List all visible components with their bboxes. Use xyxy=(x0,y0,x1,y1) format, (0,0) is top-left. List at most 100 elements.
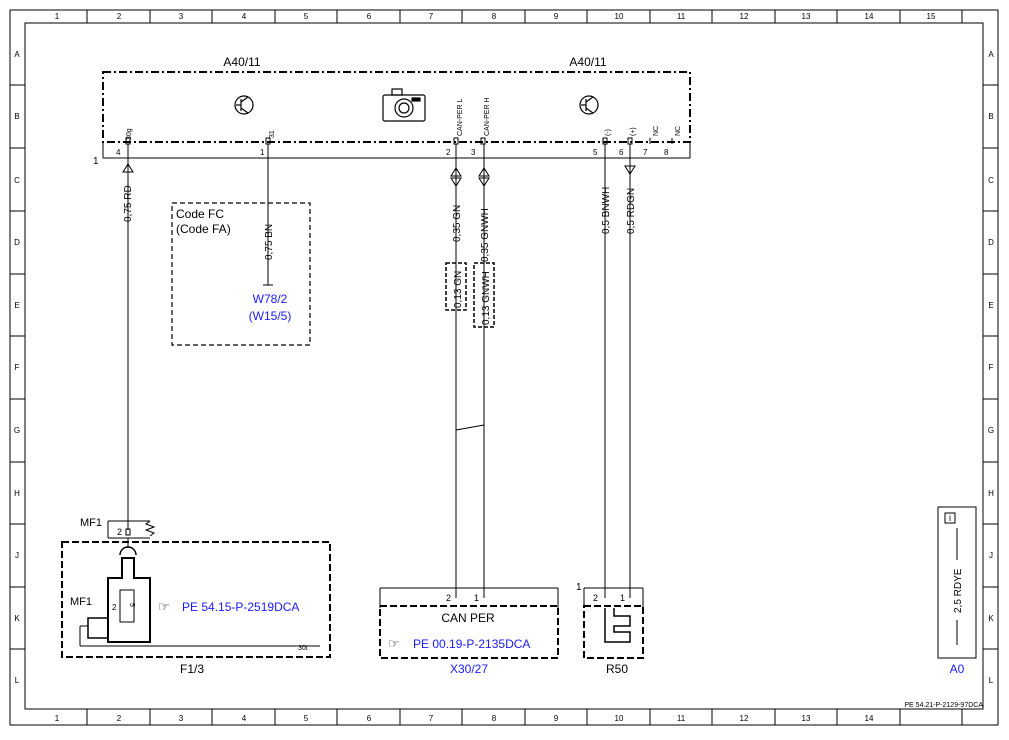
legend-label[interactable]: A0 xyxy=(950,662,965,676)
col-label: 4 xyxy=(242,12,247,21)
reference-pointer-icon: ☞ xyxy=(158,599,170,614)
info-icon: i xyxy=(949,513,951,523)
col-label: 3 xyxy=(179,714,184,723)
wire-can-gn[interactable]: 0,35 GN 0,13 GN xyxy=(445,144,485,598)
fuse-pin: 2 xyxy=(117,527,122,537)
row-label: K xyxy=(14,614,20,623)
wire-label: 0,75 BN xyxy=(264,224,275,260)
resistor-r50[interactable]: 1 2 1 R50 xyxy=(576,582,644,676)
row-label: J xyxy=(989,551,993,560)
fuse-label: F1/3 xyxy=(180,662,204,676)
resistor-pin: 2 xyxy=(593,593,598,603)
can-reference-link[interactable]: PE 00.19-P-2135DCA xyxy=(413,637,530,651)
can-pin: 1 xyxy=(474,593,479,603)
pin-number: 5 xyxy=(593,148,598,157)
column-ticks xyxy=(86,10,963,725)
code-label: Code FC xyxy=(176,207,224,221)
col-label: 10 xyxy=(615,12,624,21)
pin-name: (-) xyxy=(605,129,612,136)
col-label: 13 xyxy=(802,714,811,723)
wire-label: 0,35 GNWH xyxy=(480,208,491,262)
wire-bn[interactable]: 0,75 BN W78/2 (W15/5) xyxy=(249,144,292,323)
reference-pointer-icon: ☞ xyxy=(388,636,400,651)
pin-number: 6 xyxy=(619,148,624,157)
wire-label: 0,13 GN xyxy=(453,271,464,308)
col-label: 14 xyxy=(865,714,874,723)
wire-bnwh[interactable]: 0,5 BNWH xyxy=(601,144,612,598)
heater-element-icon xyxy=(604,608,631,643)
pin-number: 8 xyxy=(664,148,669,157)
wire-can-gnwh[interactable]: 0,35 GNWH 0,13 GNWH xyxy=(455,144,495,598)
row-label: L xyxy=(989,676,994,685)
row-label: G xyxy=(988,426,994,435)
mf1-side-label: MF1 xyxy=(70,596,92,608)
fuse-f1-3[interactable]: MF1 2 2 5 MF1 30t ☞ PE 54.15-P-2519DCA F… xyxy=(61,517,331,676)
connector-number: 1 xyxy=(576,582,582,593)
can-connector-x30-27[interactable]: 2 1 CAN PER ☞ PE 00.19-P-2135DCA X30/27 xyxy=(379,587,559,676)
resistor-label: R50 xyxy=(606,662,628,676)
col-label: 12 xyxy=(740,714,749,723)
col-label: 11 xyxy=(677,714,686,723)
col-label: 7 xyxy=(429,12,434,21)
can-pin: 2 xyxy=(446,593,451,603)
col-label: 4 xyxy=(242,714,247,723)
pin-number: 2 xyxy=(446,148,451,157)
resistor-outline xyxy=(583,605,644,659)
row-label: D xyxy=(14,238,20,247)
terminal-label: 30t xyxy=(298,645,308,652)
pin-number: 7 xyxy=(643,148,648,157)
row-label: D xyxy=(988,238,994,247)
pin-name: NC xyxy=(675,126,682,136)
control-unit-a40-11[interactable]: A40/11 A40/11 1 xyxy=(93,55,691,167)
wire-rd[interactable]: 0,75 RD xyxy=(122,144,134,530)
col-label: 11 xyxy=(677,12,686,21)
pin-name: NC xyxy=(653,126,660,136)
col-label: 15 xyxy=(927,12,936,21)
col-label: 1 xyxy=(55,714,60,723)
control-unit-label: A40/11 xyxy=(569,55,606,69)
col-label: 2 xyxy=(117,714,122,723)
pin-name: 30g xyxy=(126,128,133,140)
pin-name: CAN-PER L xyxy=(457,99,464,136)
fuse-reference-link[interactable]: PE 54.15-P-2519DCA xyxy=(182,600,299,614)
control-unit-pins: 30g 4 31 1 CAN-PER L 2 CAN-PER H 3 (-) 5… xyxy=(116,97,682,157)
code-box: Code FC (Code FA) xyxy=(171,202,311,346)
row-ticks xyxy=(10,84,998,650)
row-labels: A B C D E F G H J K L A B C D E F G H J … xyxy=(14,50,994,685)
camera-icon xyxy=(382,88,426,122)
row-label: F xyxy=(989,363,994,372)
ground-ref-link[interactable]: W78/2 xyxy=(253,292,288,306)
row-label: L xyxy=(15,676,20,685)
fuse-outline xyxy=(61,541,331,658)
col-label: 12 xyxy=(740,12,749,21)
row-label: F xyxy=(15,363,20,372)
col-label: 1 xyxy=(55,12,60,21)
column-labels: 1 2 3 4 5 6 7 8 9 10 11 12 13 14 15 1 2 … xyxy=(55,12,936,723)
wire-label: 0,5 RDGN xyxy=(626,188,637,234)
ground-ref-alt-link[interactable]: (W15/5) xyxy=(249,309,292,323)
document-id: PE 54.21-P-2129-97DCA xyxy=(904,702,983,709)
row-label: B xyxy=(14,112,19,121)
col-label: 14 xyxy=(865,12,874,21)
pin-name: (+) xyxy=(630,127,637,136)
mf1-label: MF1 xyxy=(80,517,102,529)
pin-name: CAN-PER H xyxy=(484,97,491,136)
border-frame xyxy=(9,9,999,726)
col-label: 8 xyxy=(492,12,497,21)
col-label: 10 xyxy=(615,714,624,723)
row-label: A xyxy=(14,50,20,59)
wire-label: 0,13 GNWH xyxy=(481,271,492,325)
col-label: 5 xyxy=(304,12,309,21)
row-label: E xyxy=(988,301,993,310)
wire-label: 0,75 RD xyxy=(123,185,134,222)
can-connector-label[interactable]: X30/27 xyxy=(450,662,488,676)
control-unit-label: A40/11 xyxy=(223,55,260,69)
can-connector-title: CAN PER xyxy=(441,611,495,625)
col-label: 5 xyxy=(304,714,309,723)
pin-name: 31 xyxy=(269,130,276,138)
wire-rdgn[interactable]: 0,5 RDGN xyxy=(624,144,637,598)
col-label: 6 xyxy=(367,714,372,723)
col-label: 13 xyxy=(802,12,811,21)
code-label-alt: (Code FA) xyxy=(176,222,231,236)
